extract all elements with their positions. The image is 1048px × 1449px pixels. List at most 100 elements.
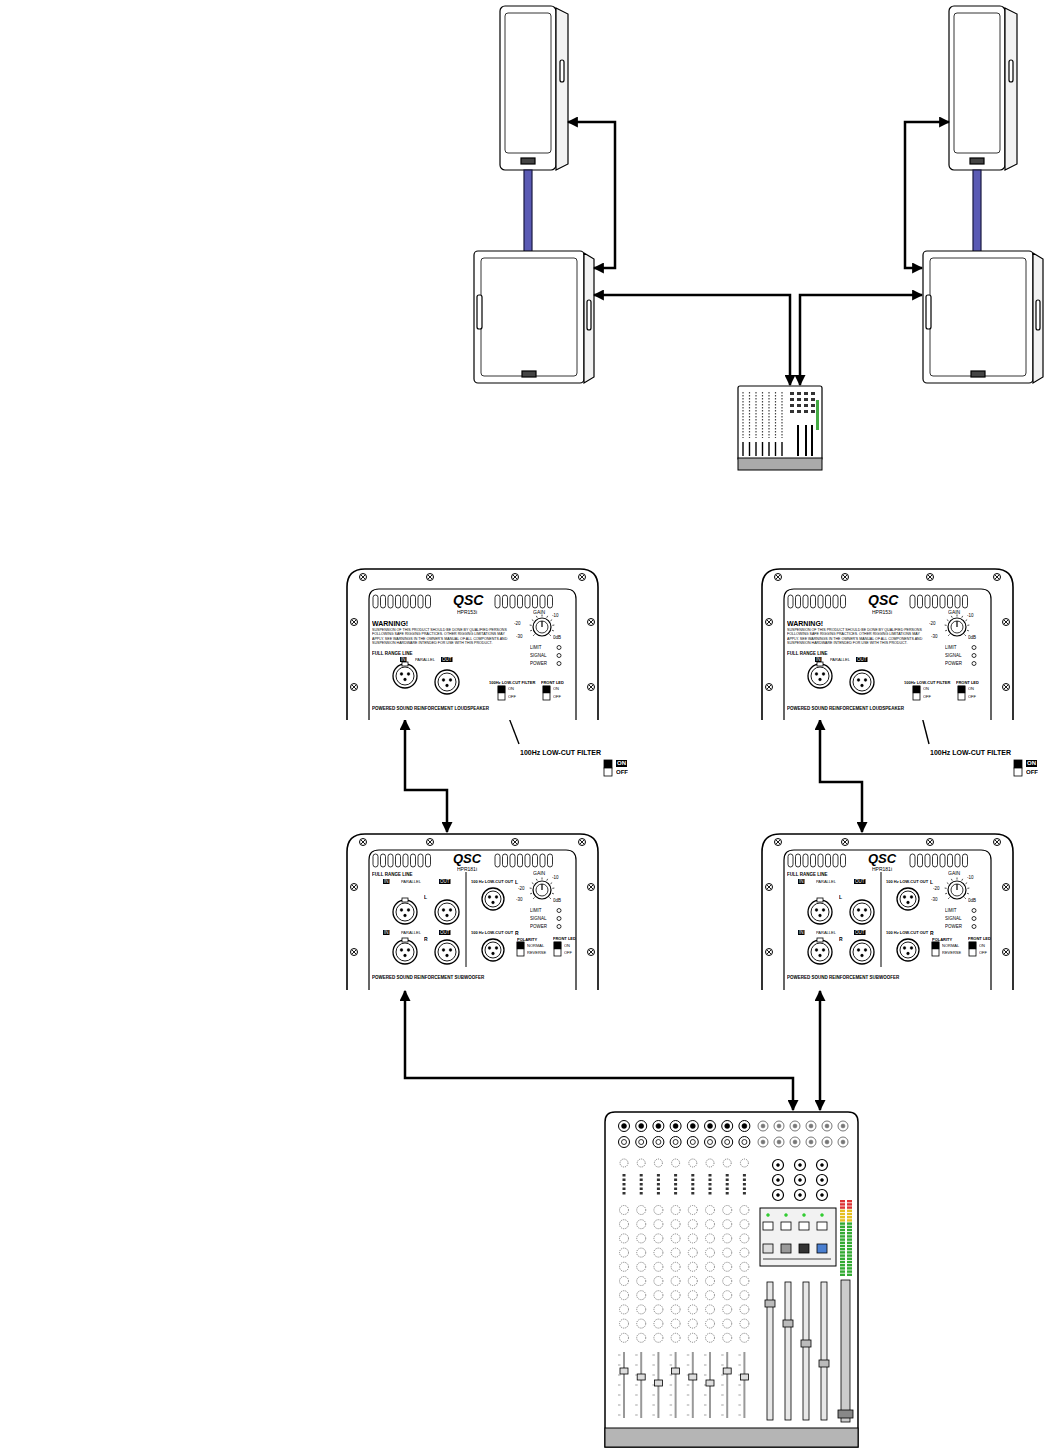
fader-tick: [704, 1355, 707, 1356]
screw: [361, 840, 365, 844]
fader-tick: [670, 1365, 673, 1366]
jack-label: PARALLEL: [816, 930, 836, 935]
meter-led: [726, 1192, 729, 1195]
xlr-pin: [407, 949, 410, 952]
fader-cap: [637, 1374, 645, 1380]
knob-tick: [965, 620, 967, 621]
screw: [351, 684, 358, 691]
panel-button: [799, 1244, 809, 1253]
master-knob: [799, 1179, 802, 1182]
screw: [589, 885, 593, 889]
knob-pointer: [956, 621, 957, 627]
channel-knob: [723, 1333, 732, 1342]
xlr-jack: [485, 891, 501, 907]
meter-led: [623, 1174, 626, 1177]
channel-label: R: [515, 930, 519, 936]
led-label: SIGNAL: [945, 916, 962, 921]
switch-position: ON: [616, 760, 627, 767]
level-meter: [847, 1222, 852, 1224]
control-knob: [797, 404, 801, 407]
knob-tick: [945, 888, 947, 889]
output-jack: [806, 1137, 816, 1147]
channel-knob: [723, 1262, 732, 1271]
screw: [428, 840, 432, 844]
trim-knob: [740, 1159, 748, 1167]
fader-tick: [652, 1365, 655, 1366]
level-meter: [840, 1267, 845, 1269]
fader-slot: [821, 1282, 827, 1420]
rear-panel: QSCHPR153iWARNING!SUSPENSION OF THIS PRO…: [760, 567, 1015, 720]
gain-scale: -10: [967, 875, 974, 880]
channel-knob: [723, 1248, 732, 1257]
meter-led: [640, 1188, 643, 1191]
gain-scale: -20: [514, 621, 521, 626]
gain-knob: [533, 881, 551, 899]
xlr-pin: [442, 679, 445, 682]
screw: [928, 840, 932, 844]
xlr-jack: [485, 942, 501, 958]
xlr-latch: [817, 938, 823, 942]
switch-position: OFF: [553, 694, 561, 699]
switch-position: OFF: [968, 694, 976, 699]
xlr-pin: [864, 949, 867, 952]
channel-strip: [775, 392, 776, 438]
xlr-pin: [449, 949, 452, 952]
channel-knob: [654, 1234, 663, 1243]
jack-label: OUT: [856, 657, 868, 662]
meter-led: [691, 1183, 694, 1186]
panel-caption: POWERED SOUND REINFORCEMENT SUBWOOFER: [787, 975, 899, 980]
xlr-jack: [435, 670, 459, 694]
subwoofer-grille: [481, 258, 577, 376]
fader-tick: [652, 1415, 655, 1416]
screw: [428, 575, 432, 579]
panel-plate: [369, 850, 576, 990]
vent-slot: [910, 854, 915, 867]
fader-tick: [670, 1415, 673, 1416]
fader-tick: [721, 1365, 724, 1366]
status-led: [821, 1214, 824, 1217]
channel-knob: [637, 1319, 646, 1328]
led-label: LIMIT: [945, 908, 957, 913]
xlr-pin: [400, 673, 403, 676]
gain-scale: 0dB: [553, 898, 561, 903]
xlr-jack: [396, 943, 414, 961]
fader-tick: [704, 1365, 707, 1366]
divider: [881, 872, 882, 967]
toggle-switch: [517, 942, 524, 956]
vent-slot: [503, 595, 508, 608]
toggle-switch: [969, 942, 976, 949]
xlr-pin: [815, 949, 818, 952]
jack-label: IN: [815, 657, 822, 662]
channel-knob: [637, 1234, 646, 1243]
xlr-pin: [407, 909, 410, 912]
level-meter: [840, 1229, 845, 1231]
jack-label: OUT: [854, 930, 866, 935]
screw: [1003, 884, 1010, 891]
channel-knob: [654, 1206, 663, 1215]
gain-scale: 0dB: [968, 898, 976, 903]
vent-slot: [373, 595, 378, 608]
trim-knob: [723, 1159, 731, 1167]
screw: [351, 884, 358, 891]
knob-tick: [945, 893, 947, 895]
meter-led: [657, 1174, 660, 1177]
control-knob: [797, 410, 801, 413]
fader-cap: [723, 1368, 731, 1374]
level-meter: [847, 1235, 852, 1237]
xlr-pin: [404, 914, 407, 917]
model-name: HPR153i: [872, 609, 892, 615]
level-meter: [847, 1203, 852, 1205]
channel-knob: [637, 1262, 646, 1271]
toggle-switch: [543, 686, 550, 700]
xlr-jack: [438, 943, 456, 961]
master-knob: [817, 1190, 828, 1201]
input-jack: [639, 1140, 644, 1145]
vent-slot: [396, 854, 401, 867]
screw: [351, 619, 358, 626]
output-jack: [758, 1137, 768, 1147]
jack-label: IN: [383, 930, 390, 935]
mixer-front: [605, 1428, 858, 1447]
level-meter: [840, 1226, 845, 1228]
meter-led: [674, 1179, 677, 1182]
